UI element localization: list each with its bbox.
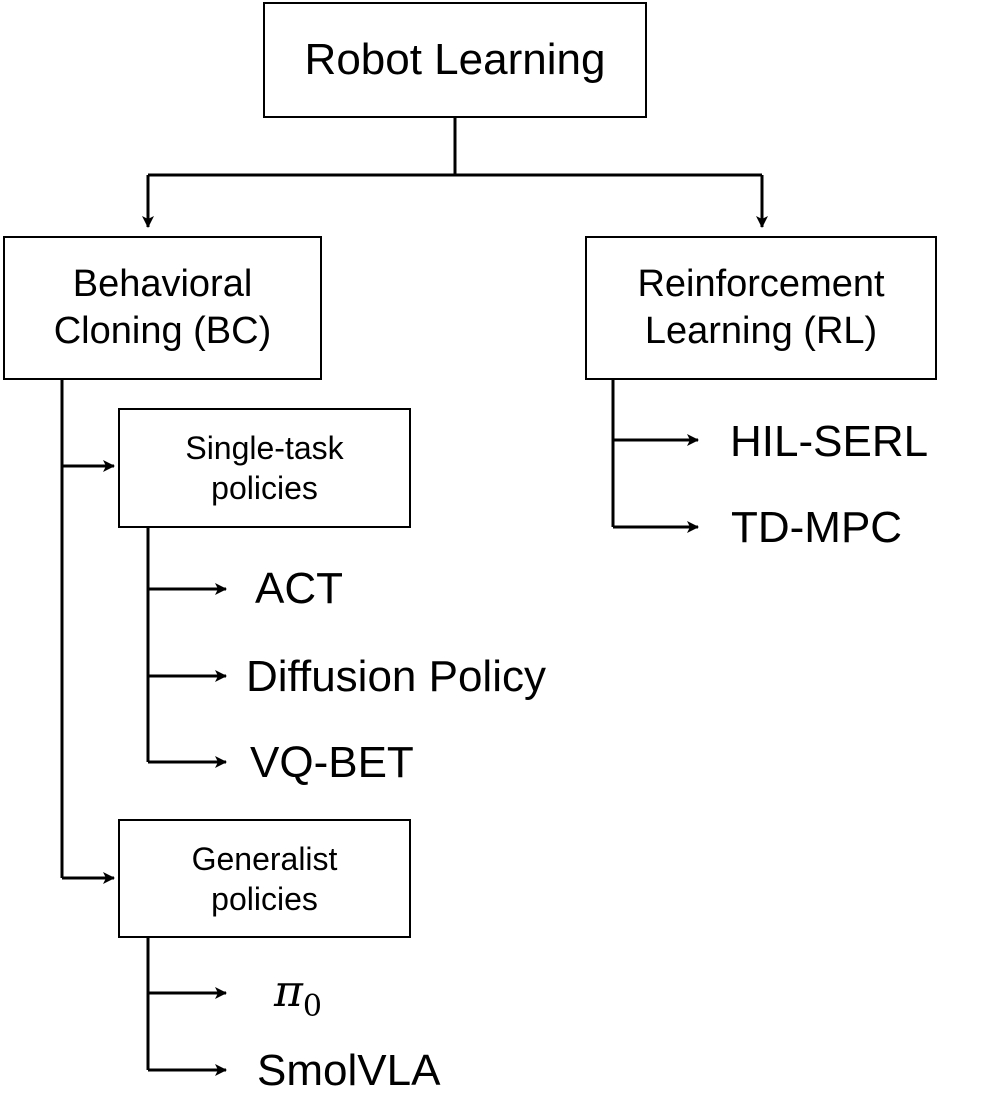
method-smolvla: SmolVLA (257, 1046, 441, 1095)
behavioral-cloning-label-line2: Cloning (BC) (53, 310, 272, 352)
method-act: ACT (255, 564, 343, 613)
reinforcement-learning-label-line1: Reinforcement (637, 262, 885, 305)
single-task-label-line1: Single-task (185, 430, 344, 466)
generalist-policies-box: Generalist policies (118, 819, 411, 938)
behavioral-cloning-label-line1: Behavioral (72, 262, 253, 305)
reinforcement-learning-label-line2: Learning (RL) (644, 310, 878, 352)
behavioral-cloning-box: Behavioral Cloning (BC) (3, 236, 322, 380)
generalist-label-line1: Generalist (191, 840, 338, 877)
generalist-label-line2: policies (211, 880, 318, 917)
single-task-policies-box: Single-task policies (118, 408, 411, 528)
method-hil-serl: HIL-SERL (730, 417, 929, 466)
pi-subscript: 0 (302, 989, 323, 1024)
robot-learning-box: Robot Learning (263, 2, 647, 118)
reinforcement-learning-box: Reinforcement Learning (RL) (585, 236, 937, 380)
single-task-label-line2: policies (211, 470, 318, 506)
method-pi0: π0 (274, 970, 322, 1022)
method-td-mpc: TD-MPC (731, 503, 903, 552)
pi-symbol: π (274, 966, 303, 1017)
robot-learning-label: Robot Learning (304, 34, 606, 84)
method-vq-bet: VQ-BET (250, 738, 414, 787)
method-diffusion-policy: Diffusion Policy (246, 652, 546, 701)
